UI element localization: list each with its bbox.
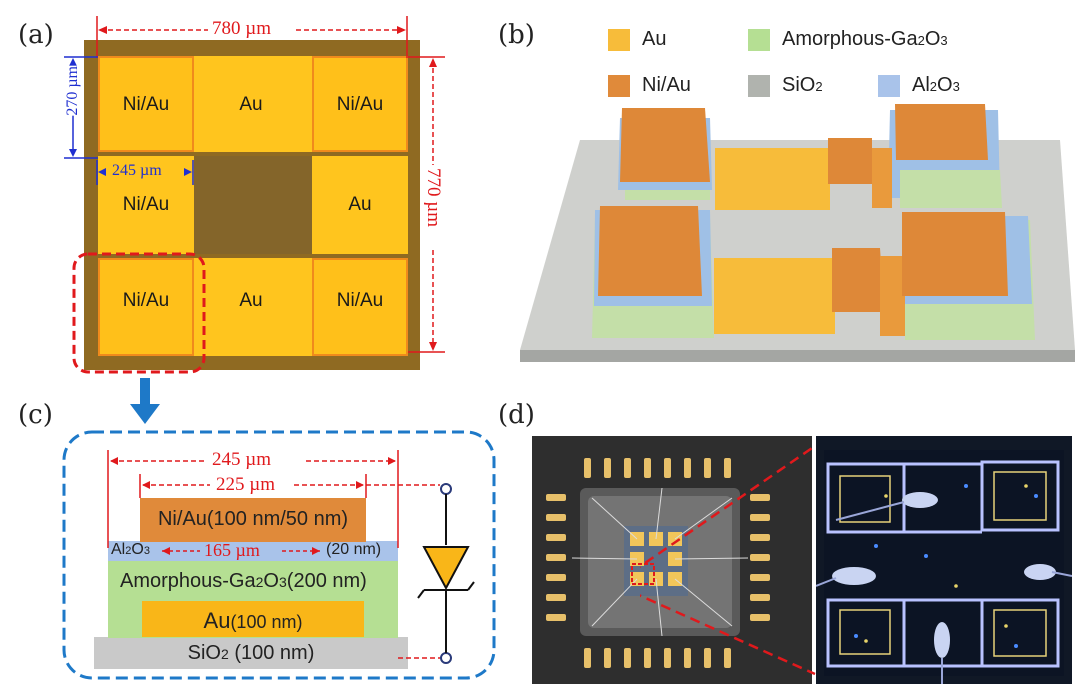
- dim-165: 165 µm: [204, 540, 260, 560]
- legend-au: Au: [608, 28, 666, 51]
- layer-al2o3: [108, 541, 398, 561]
- swatch-niau: [608, 74, 630, 97]
- pad-label-tr: Ni/Au: [336, 94, 384, 115]
- swatch-al2o3: [878, 74, 900, 97]
- text-ga2o3: Amorphous-Ga2O3(200 nm): [120, 570, 367, 592]
- pad-tl: [98, 56, 194, 152]
- layer-sio2: [94, 637, 408, 669]
- pad-br: [312, 258, 408, 356]
- panel-label-a: (a): [18, 20, 54, 50]
- legend-ga-label: Amorphous-Ga2O3: [782, 28, 948, 50]
- back-left-niau: [620, 108, 710, 182]
- panel-a-micrograph: [84, 40, 420, 370]
- back-right-niau: [895, 104, 988, 160]
- front-niau-step: [832, 248, 884, 312]
- swatch-ga: [748, 28, 770, 51]
- down-arrow: [130, 384, 160, 424]
- device-3d-render: [520, 104, 1075, 362]
- substrate-edge: [520, 350, 1075, 362]
- dim-245-pad: 245 µm: [111, 162, 163, 180]
- pad-label-tl: Ni/Au: [122, 94, 170, 115]
- pad-label-bm: Au: [239, 290, 263, 311]
- panel-label-c: (c): [18, 400, 53, 430]
- front-au-bridge: [714, 258, 835, 334]
- text-au: Au(100 nm): [203, 608, 303, 633]
- center-substrate: [194, 156, 312, 254]
- legend-sio2: SiO2: [748, 74, 823, 97]
- zoomed-device-photo: [816, 436, 1072, 684]
- pad-grid: [98, 56, 408, 356]
- dim-245-outer: 245 µm: [212, 449, 271, 470]
- cross-section-frame: [62, 430, 496, 680]
- panel-label-d: (d): [498, 400, 535, 430]
- swatch-au: [608, 28, 630, 51]
- legend-sio2-label: SiO2: [782, 74, 823, 96]
- zoom-lines: [640, 444, 816, 676]
- text-al2o3-thick: (20 nm): [326, 541, 382, 558]
- pad-tm: [194, 56, 312, 152]
- pad-label-bl: Ni/Au: [122, 290, 170, 311]
- front-left-niau: [598, 206, 702, 296]
- back-au-bridge: [715, 148, 830, 210]
- layer-au: [142, 601, 364, 637]
- pad-label-mr: Au: [348, 194, 372, 215]
- layer-niau: [140, 498, 366, 542]
- panel-label-b: (b): [498, 20, 535, 50]
- pad-tr: [312, 56, 408, 152]
- pad-bl: [98, 258, 194, 356]
- pad-bm: [194, 258, 312, 356]
- legend-niau: Ni/Au: [608, 74, 691, 97]
- pad-label-br: Ni/Au: [336, 290, 384, 311]
- packaged-chip-photo: [532, 436, 812, 684]
- panel-c-dimensions: [107, 450, 475, 664]
- swatch-sio2: [748, 74, 770, 97]
- pad-label-tm: Au: [239, 94, 263, 115]
- dim-225: 225 µm: [216, 474, 275, 495]
- legend-ga: Amorphous-Ga2O3: [748, 28, 948, 51]
- dim-770: 770 µm: [423, 168, 444, 227]
- dim-780: 780 µm: [212, 18, 271, 39]
- pad-label-ml: Ni/Au: [122, 194, 170, 215]
- pad-mr: [312, 156, 408, 254]
- legend-al2o3-label: Al2O3: [912, 74, 960, 96]
- back-niau-step: [828, 138, 872, 184]
- legend-au-label: Au: [642, 28, 667, 50]
- front-right-niau: [902, 212, 1008, 296]
- text-sio2: SiO2 (100 nm): [187, 642, 315, 664]
- text-niau: Ni/Au(100 nm/50 nm): [157, 508, 349, 530]
- text-al2o3: Al2O3: [111, 541, 150, 558]
- legend-niau-label: Ni/Au: [642, 74, 691, 96]
- legend-al2o3: Al2O3: [878, 74, 960, 97]
